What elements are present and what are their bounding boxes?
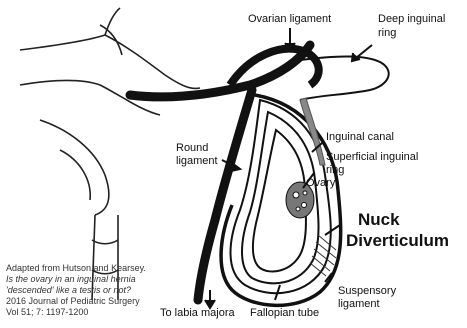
label-ovarian-ligament: Ovarian ligament (248, 13, 331, 25)
label-suspensory-line1: Suspensory (338, 285, 397, 297)
citation-line-4: 2016 Journal of Pediatric Surgery (6, 296, 140, 306)
label-round-ligament-line1: Round (176, 142, 208, 154)
label-deep-inguinal-ring-line2: ring (378, 27, 396, 39)
label-ovary: Ovary (306, 177, 336, 189)
label-fallopian-tube: Fallopian tube (250, 307, 319, 319)
label-to-labia-majora: To labia majora (160, 307, 235, 319)
label-nuck-line1: Nuck (358, 210, 400, 229)
citation-line-5: Vol 51; 7: 1197-1200 (6, 307, 88, 317)
label-deep-inguinal-ring-line1: Deep inguinal (378, 13, 445, 25)
citation-block: Adapted from Hutson and Kearsey. Is the … (6, 263, 146, 317)
citation-line-1: Adapted from Hutson and Kearsey. (6, 263, 146, 273)
label-suspensory-line2: ligament (338, 298, 380, 310)
label-inguinal-canal: Inguinal canal (326, 131, 394, 143)
label-superficial-ring-line1: Superficial inguinal (326, 151, 418, 163)
pelvis-outline (20, 8, 200, 300)
inguinal-canal-wall (300, 98, 325, 165)
label-nuck-line2: Diverticulum (346, 231, 449, 250)
citation-line-2: Is the ovary in an inguinal hernia (6, 274, 136, 284)
label-superficial-ring-line2: ring (326, 164, 344, 176)
label-round-ligament-line2: ligament (176, 155, 218, 167)
citation-line-3: 'descended' like a testis or not? (6, 285, 131, 295)
